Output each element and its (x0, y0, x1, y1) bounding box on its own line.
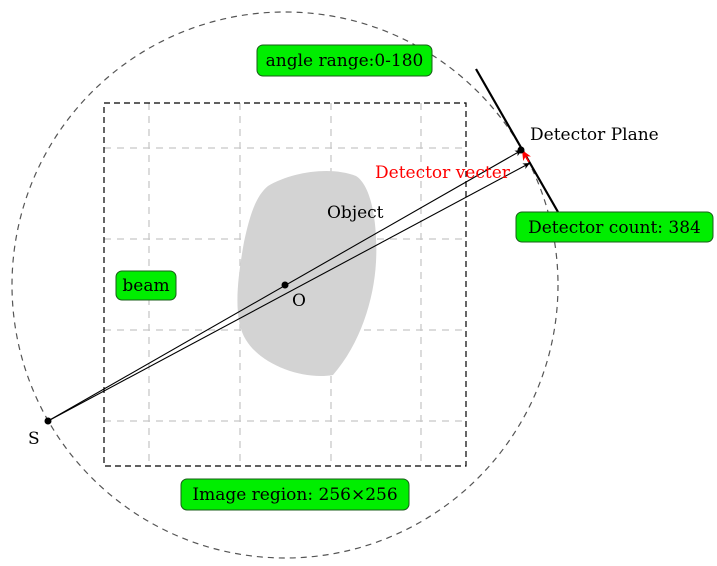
origin-point (281, 281, 289, 289)
beam-text: beam (122, 276, 169, 296)
image-region-frame (103, 102, 467, 467)
detector-count-tag: Detector count: 384 (515, 211, 714, 243)
object-label: Object (327, 203, 384, 223)
detector-count-text: Detector count: 384 (528, 218, 701, 238)
angle-range-tag: angle range:0-180 (256, 44, 433, 77)
detector-plane-label: Detector Plane (530, 125, 659, 145)
detector-plane-line (475, 68, 559, 213)
detector-vector-label: Detector vecter (375, 163, 511, 183)
scan-circle (11, 11, 559, 559)
image-region-text: Image region: 256×256 (192, 485, 397, 505)
source-label: S (28, 429, 40, 449)
source-point (44, 417, 52, 425)
image-region-tag: Image region: 256×256 (180, 478, 410, 511)
beam-ray-lower (47, 162, 531, 422)
origin-label: O (292, 291, 306, 311)
image-grid (104, 103, 466, 466)
detector-point (517, 146, 525, 154)
angle-range-text: angle range:0-180 (266, 51, 424, 71)
beam-tag: beam (115, 270, 177, 301)
